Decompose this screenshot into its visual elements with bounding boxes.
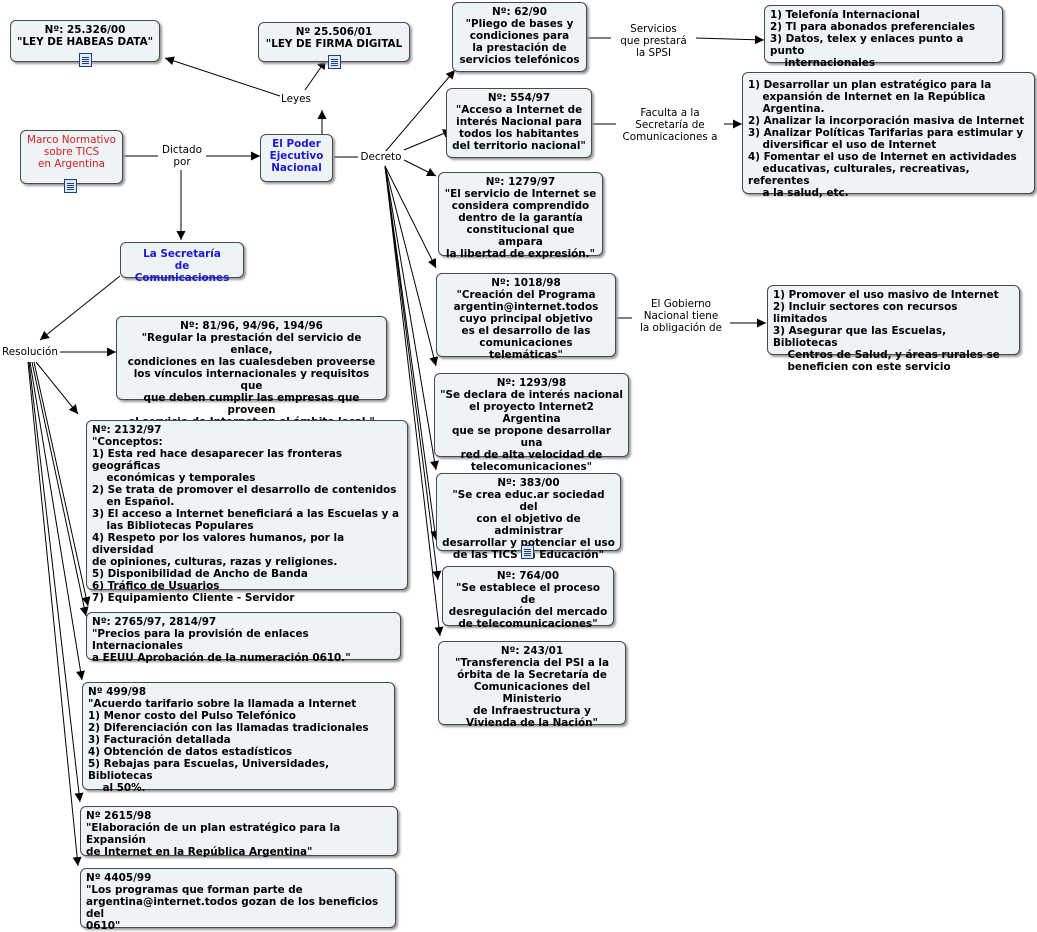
node-resolucion-499-98-text: Nº 499/98 "Acuerdo tarifario sobre la ll… [88,686,369,794]
node-list-gobierno-text: 1) Promover el uso masivo de Internet 2)… [773,289,1000,373]
node-resolucion-2765-97-text: Nº: 2765/97, 2814/97 "Precios para la pr… [92,616,351,664]
node-secretaria[interactable]: La Secretaría de Comunicaciones [120,242,244,284]
node-resolucion-81-96[interactable]: Nº: 81/96, 94/96, 194/96 "Regular la pre… [116,316,387,428]
node-decreto-243-01[interactable]: Nº: 243/01 "Transferencia del PSI a la ó… [438,641,626,729]
node-list-spsi[interactable]: 1) Telefonía Internacional 2) TI para ab… [764,5,1003,69]
node-ley-firma-digital-text: Nº 25.506/01 "LEY DE FIRMA DIGITAL [265,26,403,50]
node-decreto-62-90[interactable]: Nº: 62/90 "Pliego de bases y condiciones… [452,2,587,72]
link-label-leyes: Leyes [280,93,312,105]
node-list-gobierno[interactable]: 1) Promover el uso masivo de Internet 2)… [767,285,1020,373]
node-resolucion-2765-97[interactable]: Nº: 2765/97, 2814/97 "Precios para la pr… [86,612,401,664]
node-decreto-1293-98[interactable]: Nº: 1293/98 "Se declara de interés nacio… [434,373,629,473]
node-ley-habeas-data-text: Nº: 25.326/00 "LEY DE HABEAS DATA" [16,24,154,48]
node-decreto-62-90-text: Nº: 62/90 "Pliego de bases y condiciones… [459,6,580,66]
node-decreto-243-01-text: Nº: 243/01 "Transferencia del PSI a la ó… [454,645,609,729]
link-label-resolucion: Resolución [0,346,60,358]
node-secretaria-text: La Secretaría de Comunicaciones [134,248,230,284]
node-resolucion-2615-98[interactable]: Nº 2615/98 "Elaboración de un plan estra… [80,806,398,858]
node-list-spsi-text: 1) Telefonía Internacional 2) TI para ab… [770,9,976,69]
node-resolucion-4405-99[interactable]: Nº 4405/99 "Los programas que forman par… [80,868,396,932]
node-poder-ejecutivo-text: El Poder Ejecutivo Nacional [269,138,324,174]
document-icon[interactable] [521,545,534,559]
node-decreto-1293-98-text: Nº: 1293/98 "Se declara de interés nacio… [440,377,623,473]
node-decreto-554-97-text: Nº: 554/97 "Acceso a Internet de interés… [452,92,586,152]
node-list-faculta[interactable]: 1) Desarrollar un plan estratégico para … [742,72,1035,199]
node-ley-habeas-data[interactable]: Nº: 25.326/00 "LEY DE HABEAS DATA" [10,20,160,62]
node-decreto-1018-98-text: Nº: 1018/98 "Creación del Programa argen… [453,277,599,361]
node-marco-normativo-text: Marco Normativo sobre TICS en Argentina [27,134,116,170]
node-decreto-383-00-text: Nº: 383/00 "Se crea educ.ar sociedad del… [442,477,615,561]
link-label-dictado: Dictado por [158,144,206,168]
node-resolucion-81-96-text: Nº: 81/96, 94/96, 194/96 "Regular la pre… [127,320,376,428]
node-resolucion-2615-98-text: Nº 2615/98 "Elaboración de un plan estra… [86,810,341,858]
link-label-decreto: Decreto [358,151,404,163]
node-resolucion-2132-97-text: Nº: 2132/97 "Conceptos: 1) Esta red hace… [92,424,400,604]
node-decreto-764-00-text: Nº: 764/00 "Se establece el proceso de d… [448,570,608,630]
node-decreto-554-97[interactable]: Nº: 554/97 "Acceso a Internet de interés… [446,88,592,158]
document-icon[interactable] [64,179,77,193]
node-decreto-1279-97-text: Nº: 1279/97 "El servicio de Internet se … [444,176,597,260]
link-label-gobierno: El Gobierno Nacional tiene la obligación… [632,298,730,334]
document-icon[interactable] [79,53,92,67]
node-poder-ejecutivo[interactable]: El Poder Ejecutivo Nacional [260,134,333,182]
link-label-faculta: Faculta a la Secretaría de Comunicacione… [616,107,724,143]
node-decreto-764-00[interactable]: Nº: 764/00 "Se establece el proceso de d… [442,566,614,630]
node-list-faculta-text: 1) Desarrollar un plan estratégico para … [748,79,1025,199]
node-decreto-1279-97[interactable]: Nº: 1279/97 "El servicio de Internet se … [438,172,603,260]
node-resolucion-4405-99-text: Nº 4405/99 "Los programas que forman par… [86,872,379,932]
node-resolucion-499-98[interactable]: Nº 499/98 "Acuerdo tarifario sobre la ll… [82,682,395,794]
node-marco-normativo[interactable]: Marco Normativo sobre TICS en Argentina [20,130,123,184]
document-icon[interactable] [328,55,341,69]
node-resolucion-2132-97[interactable]: Nº: 2132/97 "Conceptos: 1) Esta red hace… [86,420,408,604]
link-label-servicios: Servicios que prestará la SPSI [611,23,696,59]
node-decreto-383-00[interactable]: Nº: 383/00 "Se crea educ.ar sociedad del… [436,473,621,561]
node-decreto-1018-98[interactable]: Nº: 1018/98 "Creación del Programa argen… [436,273,616,361]
